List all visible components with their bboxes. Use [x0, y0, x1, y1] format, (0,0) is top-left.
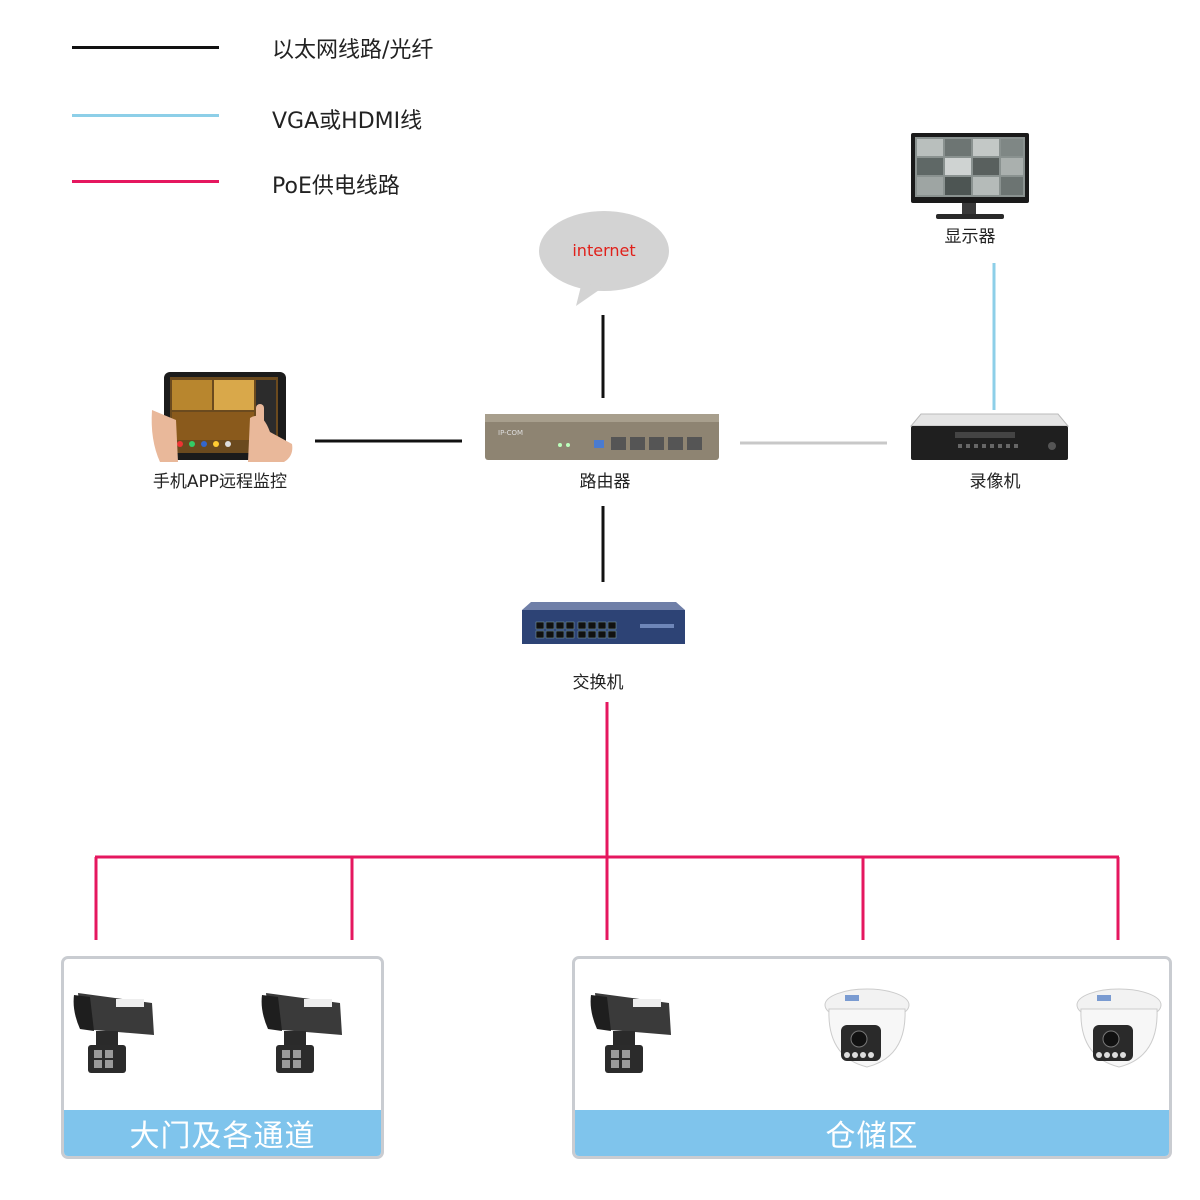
- router-label: 路由器: [579, 472, 631, 492]
- zone-gate-cameras: [73, 993, 342, 1073]
- dome-camera-icon: [1076, 988, 1162, 1068]
- internet-label: internet: [572, 241, 636, 260]
- legend-line-vga: [72, 114, 219, 117]
- monitor-label: 显示器: [944, 227, 996, 247]
- svg-text:IP-COM: IP-COM: [498, 429, 523, 437]
- legend-line-poe: [72, 180, 219, 183]
- zone-warehouse-label: 仓储区: [575, 1110, 1169, 1156]
- tablet-label: 手机APP远程监控: [152, 472, 288, 492]
- nvr-label: 录像机: [969, 472, 1021, 492]
- nvr-icon: [909, 413, 1070, 460]
- monitor-icon: [911, 133, 1029, 219]
- internet-cloud: [539, 211, 669, 306]
- zone-gate-label: 大门及各通道: [64, 1110, 381, 1156]
- bullet-camera-icon: [590, 993, 671, 1073]
- legend-label-vga: VGA或HDMI线: [272, 109, 423, 134]
- bullet-camera-icon: [73, 993, 154, 1073]
- switch-icon: [522, 602, 685, 644]
- legend-label-ethernet: 以太网线路/光纤: [272, 38, 434, 63]
- legend-line-ethernet: [72, 46, 219, 49]
- router-icon: IP-COM: [485, 414, 719, 460]
- bullet-camera-icon: [261, 993, 342, 1073]
- zone-warehouse: 仓储区: [572, 956, 1172, 1159]
- switch-label: 交换机: [572, 673, 624, 693]
- zone-gate-channels: 大门及各通道: [61, 956, 384, 1159]
- tablet-app-icon: [151, 372, 293, 462]
- poe-tree: [94, 702, 1120, 940]
- zone-warehouse-cameras: [590, 988, 1162, 1073]
- dome-camera-icon: [824, 988, 910, 1068]
- legend-label-poe: PoE供电线路: [272, 174, 400, 199]
